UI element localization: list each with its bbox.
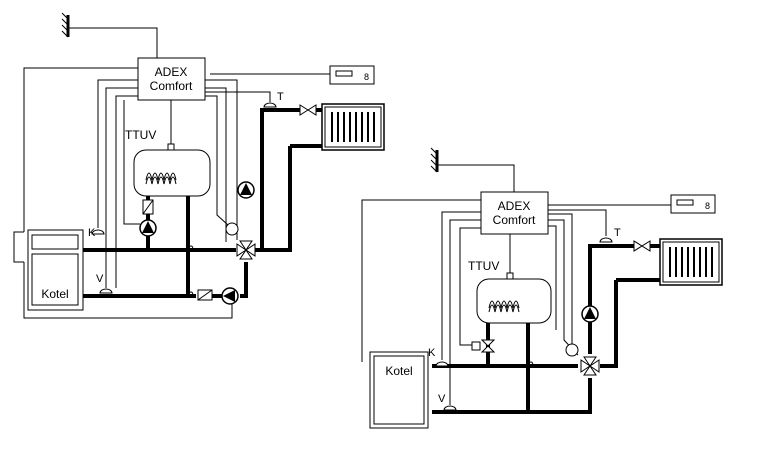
mixing-valve-icon — [225, 222, 256, 260]
dhw-tank-left: TTUV — [125, 128, 211, 197]
controller-title-line1: ADEX — [498, 199, 531, 213]
zone-valve-icon — [633, 240, 651, 252]
sensor-v: V — [438, 393, 457, 411]
tank-label: TTUV — [468, 259, 499, 273]
svg-text:T: T — [277, 91, 284, 103]
svg-text:K: K — [428, 347, 436, 359]
right-schematic: ADEX Comfort TTUV — [361, 146, 723, 429]
zone-valve-icon — [299, 104, 317, 116]
svg-text:V: V — [96, 273, 104, 285]
pump-icon — [237, 181, 255, 199]
controller-title-line2: Comfort — [150, 79, 193, 93]
svg-text:K: K — [88, 227, 96, 239]
room-unit-icon — [670, 194, 716, 214]
room-unit-icon — [329, 65, 375, 85]
sensor-k: K — [88, 227, 105, 239]
dhw-tank-right: TTUV — [468, 259, 552, 324]
controller-title-line2: Comfort — [493, 213, 536, 227]
radiator-icon — [659, 238, 723, 286]
outdoor-sensor-icon — [60, 11, 158, 58]
svg-text:V: V — [438, 393, 446, 405]
outdoor-sensor-icon — [429, 146, 515, 192]
sensor-t: T — [599, 227, 621, 243]
controller-title-line1: ADEX — [155, 65, 188, 79]
pump-icon — [139, 219, 157, 237]
mixing-valve-icon — [565, 343, 600, 376]
pump-icon — [581, 305, 599, 323]
sensor-k: K — [428, 347, 449, 367]
sensor-t: T — [263, 91, 284, 108]
pump-icon — [221, 287, 239, 305]
sensor-v: V — [96, 273, 113, 294]
adex-controller-left: ADEX Comfort — [137, 57, 206, 101]
boiler-left: Kotel — [27, 229, 84, 311]
adex-controller-right: ADEX Comfort — [480, 191, 549, 235]
left-schematic: ADEX Comfort TTUV — [13, 11, 385, 319]
radiator-icon — [321, 103, 385, 151]
boiler-label: Kotel — [385, 364, 412, 378]
tank-label: TTUV — [125, 128, 156, 142]
boiler-label: Kotel — [41, 287, 68, 301]
svg-text:T: T — [614, 227, 621, 239]
boiler-right: Kotel — [369, 351, 429, 429]
tank-valve-icon — [471, 339, 496, 353]
